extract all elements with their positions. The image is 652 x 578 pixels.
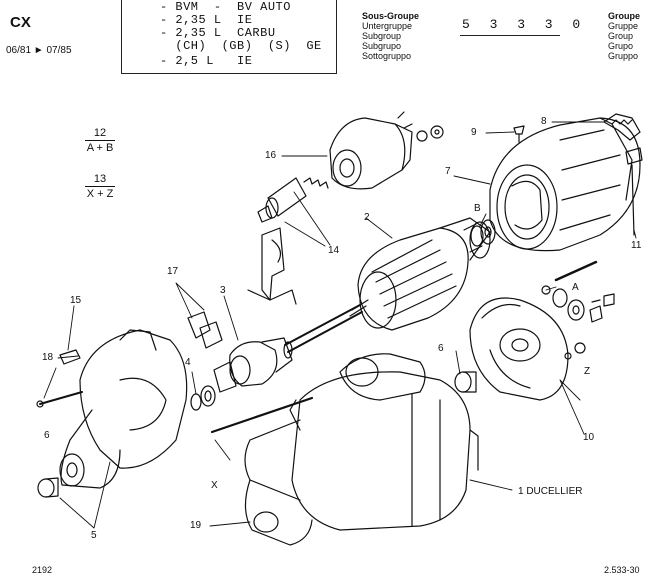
callout-6-right: 6 <box>438 343 444 354</box>
terminal-lead <box>603 113 643 236</box>
group-label-it: Gruppo <box>608 51 639 61</box>
group-label-es: Grupo <box>608 41 634 51</box>
subgroup-label-de: Untergruppe <box>362 21 413 31</box>
fraction-top: 12 <box>93 127 107 139</box>
callout-lines <box>43 121 637 529</box>
stud-15 <box>59 349 81 365</box>
callout-x: X <box>211 480 218 491</box>
callout-19: 19 <box>190 520 202 531</box>
screw-18 <box>36 391 83 408</box>
washers-b <box>470 219 496 247</box>
callout-18: 18 <box>42 352 54 363</box>
group-label-en: Group <box>608 31 634 41</box>
variant-line-5: - 2,5 L IE <box>160 54 253 68</box>
callout-z: Z <box>584 366 591 377</box>
callout-4: 4 <box>185 357 191 368</box>
footer-left-code: 2192 <box>32 565 53 575</box>
callout-1: 1 DUCELLIER <box>518 486 583 497</box>
through-bolt <box>541 260 615 360</box>
half-shells <box>187 311 223 349</box>
plunger <box>257 177 329 223</box>
shift-fork <box>247 227 297 305</box>
callout-b: B <box>474 203 481 214</box>
fraction-bottom: A + B <box>86 142 114 154</box>
callout-a: A <box>572 282 579 293</box>
fraction-bar <box>85 140 115 141</box>
fraction-top: 13 <box>93 173 107 185</box>
fraction-bar <box>85 186 115 187</box>
variant-line-4: (CH) (GB) (S) GE <box>160 39 322 53</box>
callout-17: 17 <box>167 266 179 277</box>
group-label-fr: Groupe <box>608 11 641 21</box>
callout-14: 14 <box>328 245 340 256</box>
stop-ring <box>190 385 216 411</box>
group-code: 5 3 3 3 0 <box>462 17 587 32</box>
variant-line-1: - BVM - BV AUTO <box>160 0 291 14</box>
subgroup-label-it: Sottogruppo <box>362 51 412 61</box>
callout-2: 2 <box>364 212 370 223</box>
variant-line-3: - 2,35 L CARBU <box>160 26 276 40</box>
callout-16: 16 <box>265 150 277 161</box>
callout-5: 5 <box>91 530 97 541</box>
armature <box>284 217 491 353</box>
starter-motor-assembly <box>244 353 479 546</box>
drive-pinion <box>213 337 293 393</box>
group-code-underline <box>460 35 560 36</box>
fraction-12-ab: 12 A + B <box>85 127 115 154</box>
variant-line-2: - 2,35 L IE <box>160 13 253 27</box>
fraction-13-xz: 13 X + Z <box>85 173 115 200</box>
fraction-bottom: X + Z <box>86 188 114 200</box>
bush-right <box>454 371 477 393</box>
date-range: 06/81 ► 07/85 <box>6 45 72 56</box>
callout-7: 7 <box>445 166 451 177</box>
callout-6-left: 6 <box>44 430 50 441</box>
group-label-de: Gruppe <box>608 21 639 31</box>
model-code: CX <box>10 14 31 31</box>
callout-8: 8 <box>541 116 547 127</box>
field-housing <box>489 117 641 252</box>
subgroup-label-en: Subgroup <box>362 31 402 41</box>
solenoid <box>329 111 444 190</box>
screw-9 <box>513 125 525 143</box>
callout-11: 11 <box>631 240 642 251</box>
footer-right-code: 2.533-30 <box>604 565 640 575</box>
tie-rod <box>210 396 314 434</box>
callout-15: 15 <box>70 295 82 306</box>
variant-box <box>121 0 337 74</box>
drive-end-housing <box>59 329 188 489</box>
callout-10: 10 <box>583 432 595 443</box>
subgroup-label-es: Subgrupo <box>362 41 402 51</box>
end-cover <box>469 297 569 401</box>
bush-left <box>37 477 59 498</box>
subgroup-label-fr: Sous-Groupe <box>362 11 420 21</box>
callout-3: 3 <box>220 285 226 296</box>
callout-9: 9 <box>471 127 477 138</box>
